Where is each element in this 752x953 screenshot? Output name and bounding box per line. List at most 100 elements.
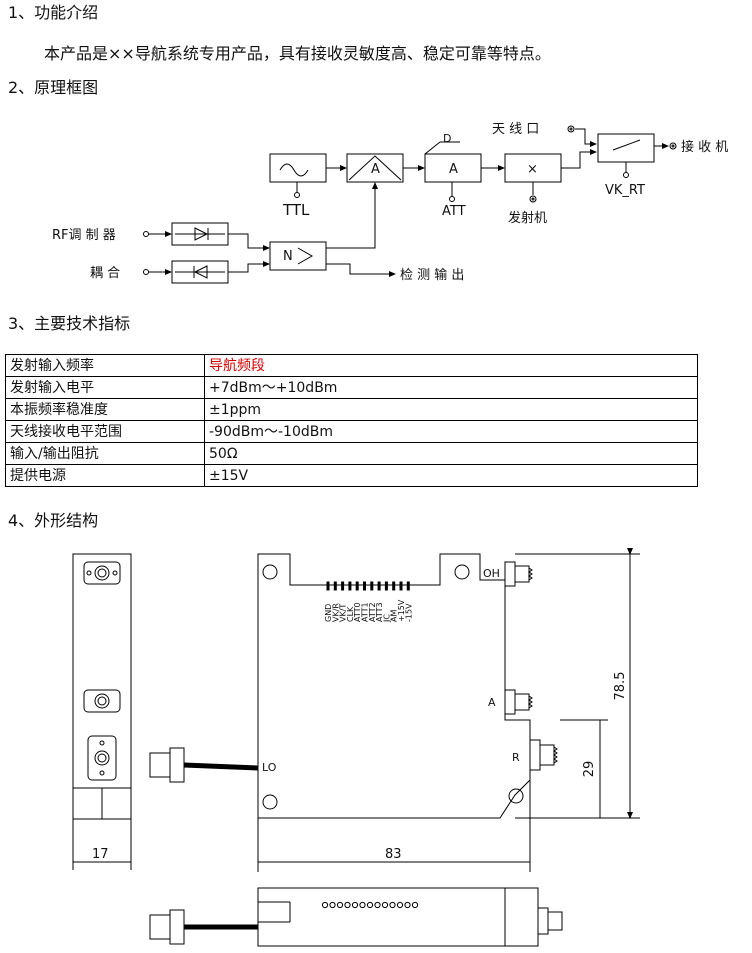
pin-hole xyxy=(344,901,351,909)
outline-drawing: GNDVK/RVK/TCLKATT0ATT1ATT2ATT3JCAM+15V-1… xyxy=(72,548,640,947)
pin-tick xyxy=(392,581,396,591)
pin-label: -15V xyxy=(404,603,413,622)
pin-tick xyxy=(355,581,359,591)
port-oh-label: OH xyxy=(483,567,500,580)
pin-label: +15V xyxy=(397,599,406,622)
spec-row: 提供电源±15V xyxy=(5,464,698,487)
bottom-view-body xyxy=(257,887,539,947)
pin-tick xyxy=(341,581,345,591)
pin-hole xyxy=(389,901,396,909)
pin-tick xyxy=(377,581,381,591)
dim-29-label: 29 xyxy=(582,761,597,778)
pin-label: ATT2 xyxy=(368,602,377,622)
spec-name: 提供电源 xyxy=(5,464,205,487)
pin-label: ATT0 xyxy=(353,602,362,622)
spec-value: 50Ω xyxy=(204,442,698,465)
top-view-body xyxy=(257,553,531,819)
pin-hole xyxy=(329,901,336,909)
pin-hole xyxy=(411,901,419,909)
pin-label: JC xyxy=(382,614,391,623)
pin-label: AM xyxy=(390,610,399,622)
dim-83-label: 83 xyxy=(385,847,402,862)
section-4-heading: 4、外形结构 xyxy=(8,511,99,530)
pin-hole xyxy=(321,901,329,909)
coupling-port-icon xyxy=(143,269,149,275)
block-diagram: 天 线 口 接 收 机 TTL ATT 发射机 VK_RT D A A × RF… xyxy=(52,122,728,284)
pin-tick xyxy=(326,581,330,591)
mount-hole-br xyxy=(508,788,524,804)
pin-tick xyxy=(384,581,388,591)
spec-value: +7dBm～+10dBm xyxy=(204,376,698,399)
pin-hole xyxy=(404,901,411,909)
port-lo-label: LO xyxy=(262,761,277,774)
pin-label: VK/T xyxy=(339,604,348,622)
pin-tick xyxy=(363,581,366,591)
pin-tick xyxy=(348,581,352,591)
spec-name: 本振频率稳准度 xyxy=(5,398,205,421)
pin-hole xyxy=(336,901,344,909)
spec-name: 天线接收电平范围 xyxy=(5,420,205,443)
side-view-body xyxy=(72,553,132,820)
section-2-heading: 2、原理框图 xyxy=(8,78,99,97)
ttl-label: TTL xyxy=(282,201,310,219)
spec-name: 发射输入电平 xyxy=(5,376,205,399)
spec-value: -90dBm～-10dBm xyxy=(204,420,698,443)
d-label: D xyxy=(443,132,451,145)
coupling-label: 耦 合 xyxy=(90,266,120,281)
mount-hole-tl xyxy=(262,564,278,580)
port-a-label: A xyxy=(488,696,496,709)
section-1-heading: 1、功能介绍 xyxy=(8,3,99,22)
pin-tick xyxy=(370,581,374,591)
pin-tick xyxy=(406,581,410,591)
pin-label: ATT1 xyxy=(361,602,370,622)
spec-value: ±15V xyxy=(204,464,698,487)
pin-tick xyxy=(333,581,337,591)
spec-row: 发射输入电平+7dBm～+10dBm xyxy=(5,376,698,399)
vk-rt-label: VK_RT xyxy=(605,183,645,198)
oscillator-block xyxy=(269,153,327,183)
spec-value: ±1ppm xyxy=(204,398,698,421)
att-port-icon xyxy=(449,196,455,202)
spec-row: 本振频率稳准度±1ppm xyxy=(5,398,698,421)
pin-hole xyxy=(374,901,381,909)
connector-lo-side-icon xyxy=(87,735,117,781)
att-label: ATT xyxy=(442,204,466,219)
detect-out-label: 检 测 输 出 xyxy=(400,267,464,283)
n-block-label: N xyxy=(283,249,293,264)
spec-row: 发射输入频率导航频段 xyxy=(5,354,698,377)
pin-tick xyxy=(399,581,403,591)
dim-17-label: 17 xyxy=(92,847,109,862)
vk-rt-port-icon xyxy=(623,172,629,178)
mount-hole-tr xyxy=(454,564,470,580)
transmitter-port-icon xyxy=(529,195,537,203)
detector-block xyxy=(269,241,327,271)
pin-label: ATT3 xyxy=(375,602,384,622)
pin-label: VK/R xyxy=(331,603,340,622)
ttl-port-icon xyxy=(294,192,300,198)
antenna-port-icon xyxy=(567,125,575,133)
spec-name: 输入/输出阻抗 xyxy=(5,442,205,465)
transmitter-label: 发射机 xyxy=(508,210,547,226)
pin-hole xyxy=(366,901,374,909)
connector-mid-icon xyxy=(83,689,121,713)
section-3-heading: 3、主要技术指标 xyxy=(8,314,131,333)
pin-hole xyxy=(359,901,366,909)
pin-hole xyxy=(351,901,359,909)
mixer-label: × xyxy=(527,162,538,177)
spec-name: 发射输入频率 xyxy=(5,354,205,377)
connector-top-icon xyxy=(83,561,121,585)
receiver-label: 接 收 机 xyxy=(681,139,728,155)
receiver-port-icon xyxy=(669,142,677,150)
switch-block xyxy=(597,133,655,163)
rf-mod-label: RF调 制 器 xyxy=(52,228,116,243)
dim-height-label: 78.5 xyxy=(613,672,628,701)
rf-mod-port-icon xyxy=(143,231,149,237)
spec-row: 天线接收电平范围-90dBm～-10dBm xyxy=(5,420,698,443)
pin-label: GND xyxy=(324,604,333,622)
pin-hole xyxy=(381,901,389,909)
sine-icon xyxy=(279,163,309,177)
amp-a2-label: A xyxy=(449,162,458,177)
antenna-port-label: 天 线 口 xyxy=(492,122,539,137)
